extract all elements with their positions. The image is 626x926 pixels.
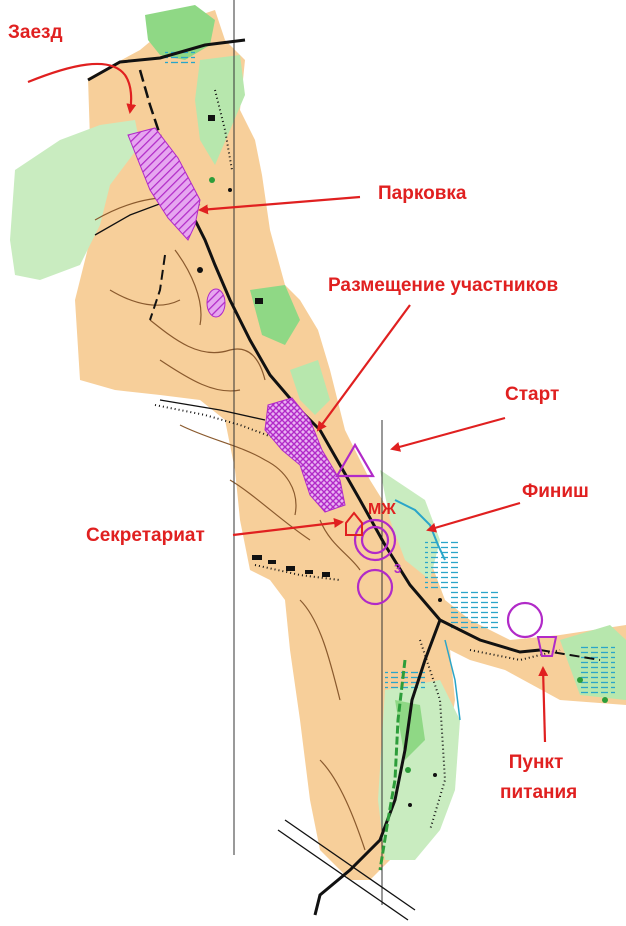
secretariat-house-icon — [345, 511, 363, 536]
dotted-boundaries — [154, 89, 561, 831]
track — [159, 399, 266, 421]
food-point-icon — [536, 636, 558, 657]
label-food-point-line1: Пункт — [508, 752, 564, 773]
forest-patch — [395, 700, 425, 760]
annotation-arrows — [27, 62, 549, 743]
control-number: 3 — [394, 561, 401, 576]
stream — [444, 639, 461, 721]
railway — [277, 819, 416, 921]
forest-patch — [378, 680, 460, 860]
road-dashed — [539, 649, 601, 661]
label-accommodation: Размещение участников — [328, 275, 559, 296]
green-markers — [209, 177, 608, 773]
parking-area — [127, 127, 201, 241]
label-parking: Парковка — [378, 183, 467, 204]
control-circle — [506, 601, 544, 639]
accommodation-area — [264, 397, 346, 513]
arrow-finish — [426, 501, 521, 533]
label-finish: Финиш — [522, 481, 589, 502]
arrow-arrival — [27, 62, 137, 114]
start-triangle — [335, 442, 375, 478]
main-road — [87, 38, 246, 82]
arrow-parking — [198, 195, 361, 215]
open-land-area — [75, 10, 626, 880]
arrow-secretariat — [232, 517, 344, 537]
contour-lines — [94, 197, 366, 851]
buildings — [208, 115, 330, 577]
finish-circle-inner — [360, 525, 390, 555]
arrow-food-point — [538, 666, 549, 743]
light-green-area — [10, 120, 140, 280]
label-food-point-line2: питания — [500, 782, 578, 803]
label-food-point: Пункт питания — [500, 752, 578, 804]
marsh-area — [385, 670, 425, 690]
toilet-label: МЖ — [368, 501, 396, 518]
marsh-area — [580, 645, 615, 695]
small-hatched-area — [206, 288, 226, 318]
green-trail — [378, 659, 407, 871]
control-circle — [356, 568, 394, 606]
arrow-accommodation — [316, 304, 411, 432]
label-secretariat: Секретариат — [86, 525, 205, 546]
forest-patch — [290, 360, 330, 415]
feature-markers — [197, 188, 442, 807]
label-start: Старт — [505, 384, 560, 405]
marsh-area — [450, 590, 500, 630]
main-road — [313, 619, 442, 916]
finish-circle-outer — [353, 518, 397, 562]
main-road — [188, 209, 541, 654]
road-dashed — [149, 254, 166, 321]
marsh-area — [425, 540, 460, 590]
label-arrival: Заезд — [8, 22, 63, 43]
arrow-start — [390, 416, 506, 452]
